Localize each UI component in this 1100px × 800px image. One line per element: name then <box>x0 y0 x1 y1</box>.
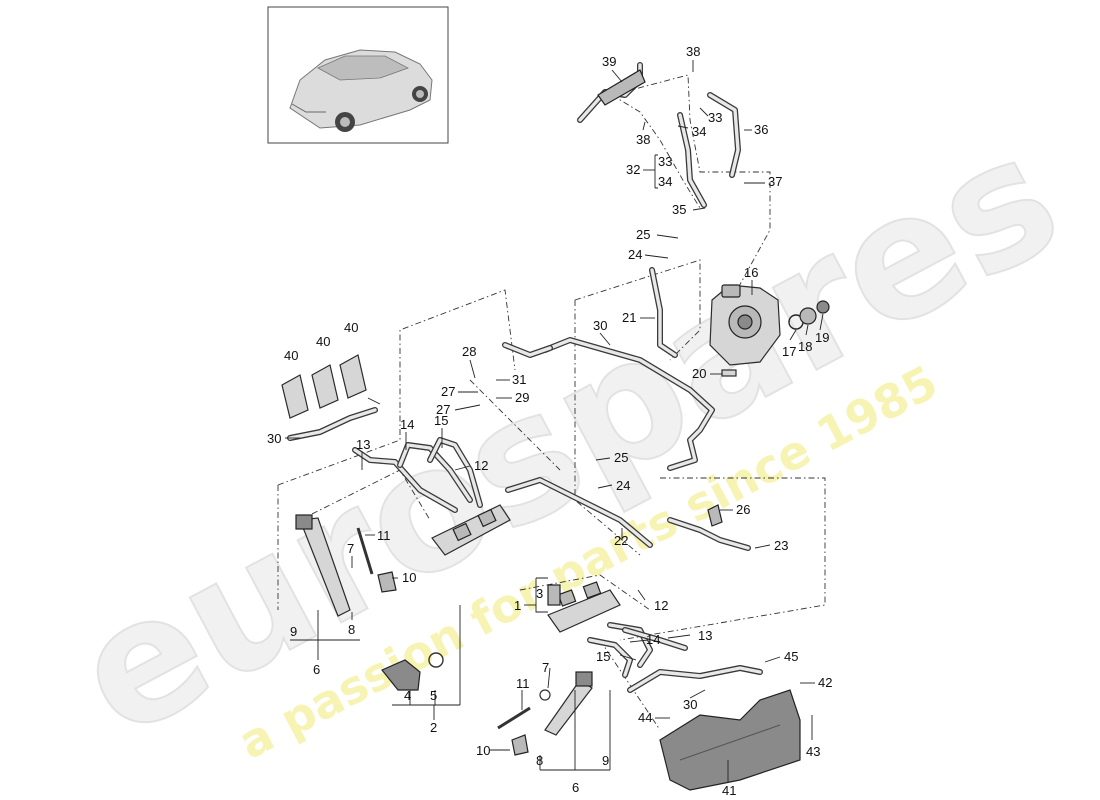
callout-40: 40 <box>284 348 298 363</box>
callout-25: 25 <box>614 450 628 465</box>
callout-40: 40 <box>344 320 358 335</box>
callout-12: 12 <box>654 598 668 613</box>
callout-17: 17 <box>782 344 796 359</box>
high-pressure-pump <box>709 284 781 366</box>
callout-39: 39 <box>602 54 616 69</box>
callout-23: 23 <box>774 538 788 553</box>
callout-25: 25 <box>636 227 650 242</box>
components <box>281 69 830 791</box>
callout-38: 38 <box>636 132 650 147</box>
sensor-10-right <box>511 734 529 756</box>
assembly-boundaries <box>277 74 826 731</box>
callout-labels: 39 38 38 33 34 36 32 33 34 37 35 25 24 1… <box>267 44 832 798</box>
callout-36: 36 <box>754 122 768 137</box>
callout-19: 19 <box>815 330 829 345</box>
callout-7: 7 <box>347 541 354 556</box>
callout-37: 37 <box>768 174 782 189</box>
bolt-11-right <box>497 706 531 730</box>
heat-shield-41 <box>659 689 801 791</box>
callout-33: 33 <box>708 110 722 125</box>
callout-5: 5 <box>430 688 437 703</box>
callout-13: 13 <box>356 437 370 452</box>
callout-12: 12 <box>474 458 488 473</box>
callout-35: 35 <box>672 202 686 217</box>
callout-7: 7 <box>542 660 549 675</box>
callout-2: 2 <box>430 720 437 735</box>
bolt-20 <box>721 369 737 377</box>
ring-7-right <box>539 689 551 701</box>
callout-45: 45 <box>784 649 798 664</box>
callout-43: 43 <box>806 744 820 759</box>
callout-9: 9 <box>290 624 297 639</box>
callout-14: 14 <box>646 632 660 647</box>
callout-44: 44 <box>638 710 652 725</box>
callout-10: 10 <box>402 570 416 585</box>
callout-22: 22 <box>614 533 628 548</box>
callout-27: 27 <box>441 384 455 399</box>
callout-15: 15 <box>434 413 448 428</box>
callout-21: 21 <box>622 310 636 325</box>
bracket-32 <box>654 154 658 189</box>
fuel-lines <box>287 62 763 693</box>
callout-6: 6 <box>572 780 579 795</box>
callout-16: 16 <box>744 265 758 280</box>
callout-33: 33 <box>658 154 672 169</box>
callout-18: 18 <box>798 339 812 354</box>
callout-30: 30 <box>593 318 607 333</box>
callout-15: 15 <box>596 649 610 664</box>
vehicle-thumbnail <box>267 6 449 144</box>
callout-24: 24 <box>628 247 642 262</box>
watermark-brand: eurospares <box>46 97 1088 776</box>
clips-40 <box>281 354 367 419</box>
callout-24: 24 <box>616 478 630 493</box>
watermark: eurospares a passion for parts since 198… <box>45 96 1089 777</box>
callout-11: 11 <box>516 676 530 691</box>
callout-34: 34 <box>692 124 706 139</box>
callout-10: 10 <box>476 743 490 758</box>
callout-34: 34 <box>658 174 672 189</box>
sensor-26 <box>707 504 723 527</box>
callout-30: 30 <box>683 697 697 712</box>
callout-8: 8 <box>348 622 355 637</box>
sensor-10-left <box>377 571 397 593</box>
callout-40: 40 <box>316 334 330 349</box>
callout-13: 13 <box>698 628 712 643</box>
callout-31: 31 <box>512 372 526 387</box>
vehicle-suv-thumbnail-icon <box>289 49 433 132</box>
callout-9: 9 <box>602 753 609 768</box>
callout-20: 20 <box>692 366 706 381</box>
callout-26: 26 <box>736 502 750 517</box>
callout-8: 8 <box>536 753 543 768</box>
fuel-rail-left <box>431 504 511 556</box>
leader-lines <box>285 60 824 782</box>
hose-39 <box>597 69 646 106</box>
bolt-11-left <box>356 527 374 575</box>
seal-19 <box>816 300 830 314</box>
callout-14: 14 <box>400 417 414 432</box>
injector-right <box>544 671 593 736</box>
callout-30: 30 <box>267 431 281 446</box>
sensor-3 <box>547 584 561 606</box>
callout-29: 29 <box>515 390 529 405</box>
callout-3: 3 <box>536 586 543 601</box>
callout-11: 11 <box>377 528 391 543</box>
callout-38: 38 <box>686 44 700 59</box>
callout-4: 4 <box>404 688 411 703</box>
callout-41: 41 <box>722 783 736 798</box>
callout-6: 6 <box>313 662 320 677</box>
callout-28: 28 <box>462 344 476 359</box>
bracket-4 <box>381 659 421 691</box>
seal-18 <box>799 307 817 325</box>
callout-1: 1 <box>514 598 521 613</box>
seal-5 <box>428 652 444 668</box>
callout-32: 32 <box>626 162 640 177</box>
injector-left <box>295 514 351 617</box>
callout-42: 42 <box>818 675 832 690</box>
callout-27: 27 <box>436 402 450 417</box>
